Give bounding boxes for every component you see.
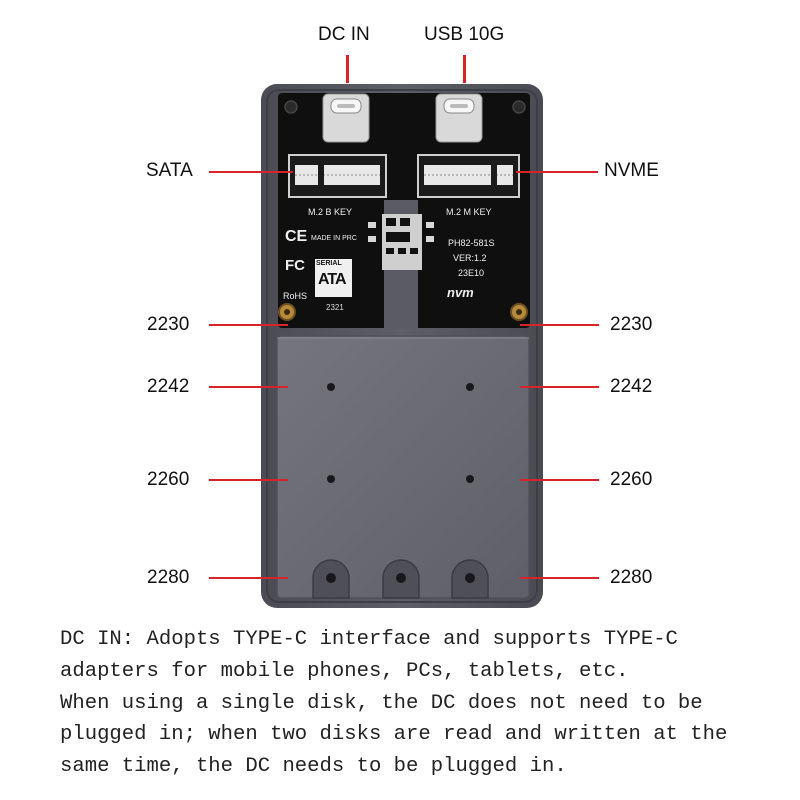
rohs-mark: RoHS: [283, 291, 308, 301]
description-line: adapters for mobile phones, PCs, tablets…: [60, 659, 629, 683]
tray-plate: [276, 335, 530, 599]
serial-ata-logo: ATA: [318, 271, 346, 288]
pointer-right-2260: [520, 479, 599, 481]
usb-port: [435, 93, 483, 143]
screw-hole-top-right: [512, 100, 526, 114]
m2-b-key-label: M.2 B KEY: [308, 207, 353, 217]
length-label-right-2242: 2242: [610, 376, 653, 397]
usb-10g-label: USB 10G: [424, 24, 505, 45]
usb-pointer: [463, 55, 466, 83]
tray-hole-2242-right: [466, 383, 474, 391]
sata-slot: [288, 154, 387, 198]
nvme-slot: [417, 154, 520, 198]
tray-hole-2242-left: [327, 383, 335, 391]
pointer-right-2242: [520, 386, 599, 388]
length-label-right-2280: 2280: [610, 567, 653, 588]
model-label: PH82-581S: [448, 238, 495, 248]
dc-in-label: DC IN: [318, 24, 370, 45]
date-code-label: 23E10: [458, 268, 485, 278]
sata-label: SATA: [146, 160, 193, 181]
board-number: 2321: [326, 303, 344, 312]
fc-mark: FC: [285, 257, 305, 274]
length-label-right-2260: 2260: [610, 469, 653, 490]
pointer-left-2242: [209, 386, 288, 388]
dc-in-port: [322, 93, 370, 143]
sata-pointer: [209, 171, 293, 173]
description-block: DC IN: Adopts TYPE-C interface and suppo…: [60, 624, 780, 783]
nvme-logo: nvm: [447, 285, 474, 300]
center-components: [368, 214, 434, 270]
description-line: DC IN: Adopts TYPE-C interface and suppo…: [60, 628, 678, 651]
nvme-label: NVME: [604, 160, 659, 181]
description-line: plugged in; when two disks are read and …: [60, 723, 728, 747]
tray-hole-2260-right: [466, 475, 474, 483]
pointer-right-2280: [520, 577, 599, 579]
description-line: same time, the DC needs to be plugged in…: [60, 755, 567, 779]
pointer-left-2280: [209, 577, 288, 579]
made-in-label: MADE IN PRC: [311, 235, 357, 242]
length-label-left-2260: 2260: [147, 469, 190, 490]
pointer-left-2230: [209, 324, 288, 326]
length-label-right-2230: 2230: [610, 314, 653, 335]
length-label-left-2280: 2280: [147, 567, 190, 588]
tray-hole-2260-left: [327, 475, 335, 483]
serial-ata-word: SERIAL: [316, 260, 342, 267]
version-label: VER:1.2: [453, 253, 487, 263]
length-label-left-2230: 2230: [147, 314, 190, 335]
dc-in-pointer: [346, 55, 349, 83]
description-line: When using a single disk, the DC does no…: [60, 691, 703, 715]
m2-m-key-label: M.2 M KEY: [446, 207, 492, 217]
pointer-left-2260: [209, 479, 288, 481]
length-label-left-2242: 2242: [147, 376, 190, 397]
ce-mark: CE: [285, 228, 308, 245]
nvme-pointer: [516, 171, 598, 173]
screw-hole-top-left: [284, 100, 298, 114]
pointer-right-2230: [520, 324, 599, 326]
